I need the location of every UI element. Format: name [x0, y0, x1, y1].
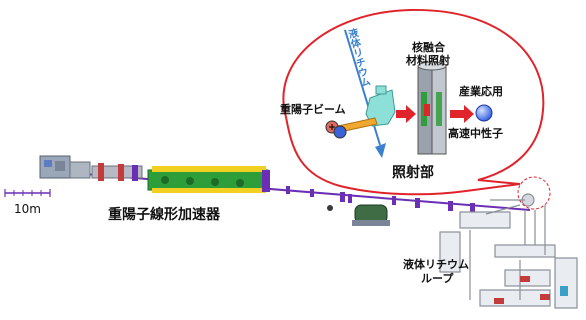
irradiation-callout: [282, 8, 545, 196]
neutron-flow-arrow-2: [450, 105, 474, 123]
scale-bar-label: 10m: [14, 202, 41, 216]
fast-neutron-label: 高速中性子: [448, 127, 503, 140]
linac-cryomodules: [147, 166, 270, 193]
deuteron-beam-label: 重陽子ビーム: [280, 103, 346, 116]
lithium-loop-red-parts: [494, 276, 568, 304]
irradiation-label: 照射部: [392, 165, 434, 181]
injector-block: [39, 155, 91, 179]
industrial-use-label: 産業応用: [459, 85, 503, 98]
lithium-loop-label-2: ループ: [421, 272, 454, 285]
neutron-flow-arrow-1: [396, 105, 416, 123]
rfq-section: [91, 163, 143, 181]
scale-bar: [4, 189, 51, 197]
accelerator-label: 重陽子線形加速器: [108, 207, 220, 223]
lithium-loop-label-1: 液体リチウム: [403, 258, 469, 271]
lithium-target: [365, 85, 396, 127]
deuteron-particle: [325, 120, 347, 139]
beam-dump: [327, 204, 390, 226]
target-highlight-circle: [517, 176, 551, 210]
lithium-loop-plant: [439, 193, 578, 309]
transport-magnets: [286, 186, 475, 213]
fusion-material-label-2: 材料照射: [406, 54, 450, 67]
material-irradiation-module: [417, 61, 447, 155]
accelerator-beamline: [39, 155, 531, 226]
fusion-material-label-1: 核融合: [412, 41, 445, 54]
neutron-particle: [475, 104, 493, 122]
